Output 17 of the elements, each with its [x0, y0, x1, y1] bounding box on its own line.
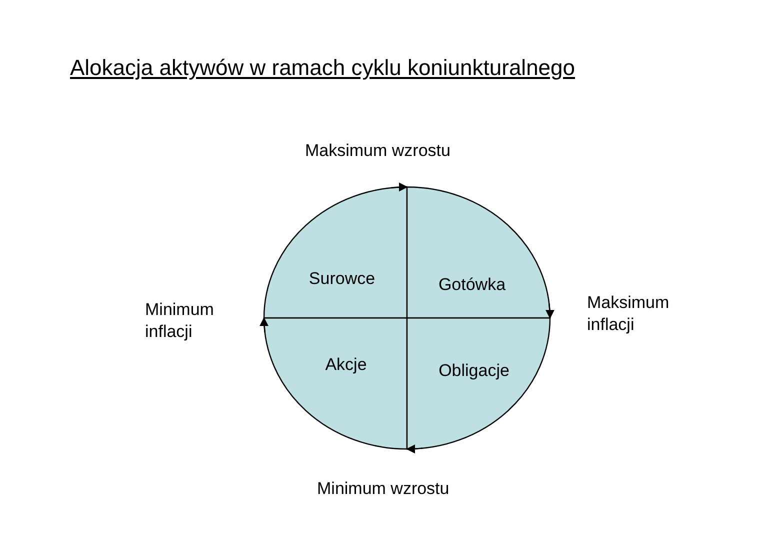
quadrant-shape	[264, 187, 407, 318]
quadrant-label: Obligacje	[438, 361, 510, 381]
quadrant-label: Gotówka	[438, 275, 506, 295]
axis-end-label: Maksimum inflacji	[587, 292, 670, 336]
quadrant-label: Akcje	[325, 355, 367, 375]
quadrant-shape	[264, 318, 407, 449]
arrow	[391, 182, 408, 192]
quadrant-shape	[407, 318, 550, 449]
arrow	[406, 444, 423, 454]
arrow	[545, 304, 554, 319]
axis-end-label: Minimum wzrostu	[317, 478, 450, 500]
quadrant-shape	[407, 187, 550, 318]
axis-end-label: Minimum inflacji	[145, 299, 215, 343]
arrow	[260, 317, 269, 332]
quadrant-label: Surowce	[308, 269, 376, 289]
diagram-title: Alokacja aktywów w ramach cyklu koniunkturalnego	[70, 55, 576, 81]
axis-end-label: Maksimum wzrostu	[305, 140, 450, 162]
